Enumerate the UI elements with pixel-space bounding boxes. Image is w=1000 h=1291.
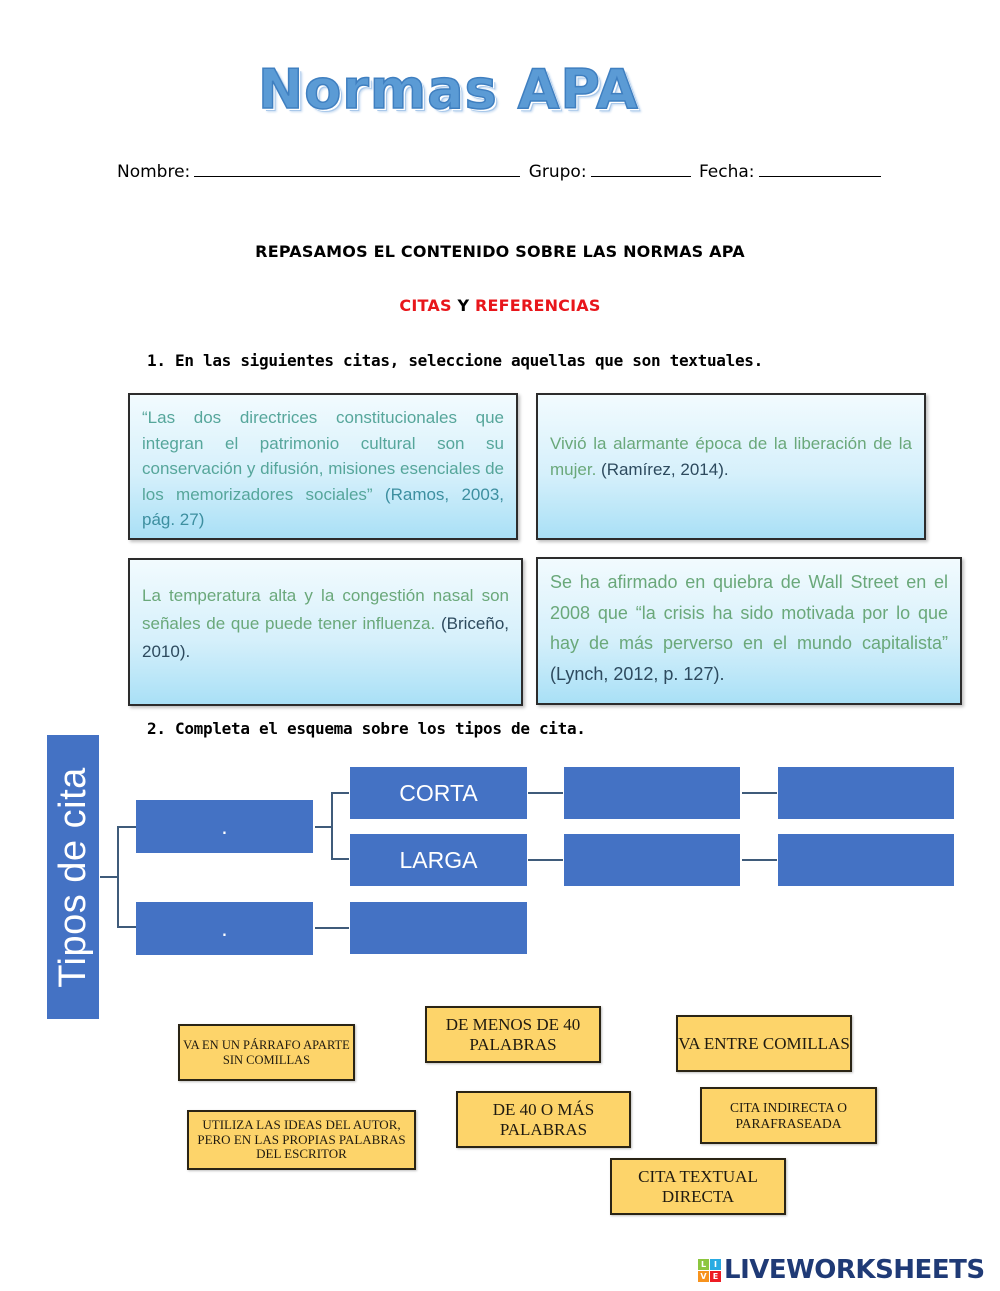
name-field[interactable] — [194, 160, 521, 177]
answer-chip-menos-de-40[interactable]: DE MENOS DE 40 PALABRAS — [425, 1006, 601, 1063]
question-2-prompt: 2. Completa el esquema sobre los tipos d… — [147, 719, 586, 738]
drop-zone-type-2[interactable]: . — [136, 902, 313, 955]
drop-zone-type-1[interactable]: . — [136, 800, 313, 853]
connector-line — [528, 792, 563, 794]
connector-line — [331, 792, 349, 794]
connector-line — [315, 826, 333, 828]
date-field[interactable] — [758, 160, 881, 177]
quote-card-1[interactable]: “Las dos directrices constitucionales qu… — [128, 393, 518, 540]
group-label: Grupo: — [528, 162, 587, 182]
worksheet-title: Normas APA — [257, 57, 639, 122]
answer-chip-cita-textual[interactable]: CITA TEXTUAL DIRECTA — [610, 1158, 786, 1215]
drop-zone-corta-length[interactable] — [564, 767, 740, 819]
quote-citation: (Ramírez, 2014). — [601, 459, 729, 479]
quote-body: Se ha afirmado en quiebra de Wall Street… — [550, 572, 948, 653]
drop-zone-type-2-description[interactable] — [350, 902, 527, 954]
name-label: Nombre: — [117, 162, 191, 182]
quote-card-4[interactable]: Se ha afirmado en quiebra de Wall Street… — [536, 557, 962, 705]
answer-chip-ideas-del-autor[interactable]: UTILIZA LAS IDEAS DEL AUTOR, PERO EN LAS… — [187, 1110, 416, 1170]
answer-chip-entre-comillas[interactable]: VA ENTRE COMILLAS — [676, 1015, 852, 1072]
connector-line — [742, 792, 777, 794]
liveworksheets-logo: L I V E LIVEWORKSHEETS — [698, 1255, 985, 1285]
connector-line — [117, 826, 119, 928]
logo-tile: L — [698, 1258, 709, 1270]
logo-tile: E — [710, 1270, 721, 1282]
date-label: Fecha: — [698, 162, 755, 182]
answer-chip-cita-indirecta[interactable]: CITA INDIRECTA O PARAFRASEADA — [700, 1087, 877, 1144]
group-field[interactable] — [590, 160, 691, 177]
connector-line — [331, 792, 333, 860]
section-subheading: CITAS Y REFERENCIAS — [0, 296, 1000, 315]
quote-body: La temperatura alta y la congestión nasa… — [142, 586, 509, 633]
drop-zone-larga-format[interactable] — [778, 834, 954, 886]
quote-card-2[interactable]: Vivió la alarmante época de la liberació… — [536, 393, 926, 540]
connector-line — [528, 859, 563, 861]
quote-citation: (Briceño, 2010). — [142, 614, 509, 661]
logo-text: LIVEWORKSHEETS — [724, 1255, 985, 1285]
subheading-citas: CITAS — [399, 296, 452, 315]
question-1-prompt: 1. En las siguientes citas, seleccione a… — [147, 351, 763, 370]
connector-line — [331, 858, 349, 860]
logo-tile: I — [710, 1258, 721, 1270]
connector-line — [315, 927, 349, 929]
connector-line — [117, 826, 136, 828]
subheading-referencias: REFERENCIAS — [475, 296, 601, 315]
quote-card-3[interactable]: La temperatura alta y la congestión nasa… — [128, 558, 523, 706]
drop-zone-larga-length[interactable] — [564, 834, 740, 886]
diagram-root-label: Tipos de cita — [51, 766, 94, 988]
drop-zone-corta-format[interactable] — [778, 767, 954, 819]
section-heading: REPASAMOS EL CONTENIDO SOBRE LAS NORMAS … — [255, 242, 745, 261]
quote-citation: (Ramos, 2003, pág. 27) — [142, 484, 505, 530]
diagram-box-larga: LARGA — [350, 834, 527, 886]
diagram-box-corta: CORTA — [350, 767, 527, 819]
connector-line — [100, 876, 119, 878]
quote-body: Vivió la alarmante época de la liberació… — [550, 434, 912, 479]
answer-chip-parrafo-aparte[interactable]: VA EN UN PÁRRAFO APARTE SIN COMILLAS — [178, 1024, 355, 1081]
connector-line — [117, 926, 136, 928]
diagram-root-tipos-de-cita: Tipos de cita — [47, 735, 99, 1019]
logo-tile: V — [698, 1270, 709, 1282]
quote-body: “Las dos directrices constitucionales qu… — [142, 408, 504, 504]
subheading-connector: Y — [457, 296, 470, 315]
student-fields: Nombre: Grupo: Fecha: — [117, 160, 884, 182]
answer-chip-40-o-mas[interactable]: DE 40 O MÁS PALABRAS — [456, 1091, 631, 1148]
logo-tiles-icon: L I V E — [698, 1258, 721, 1282]
quote-citation: (Lynch, 2012, p. 127). — [550, 663, 725, 684]
connector-line — [742, 859, 777, 861]
